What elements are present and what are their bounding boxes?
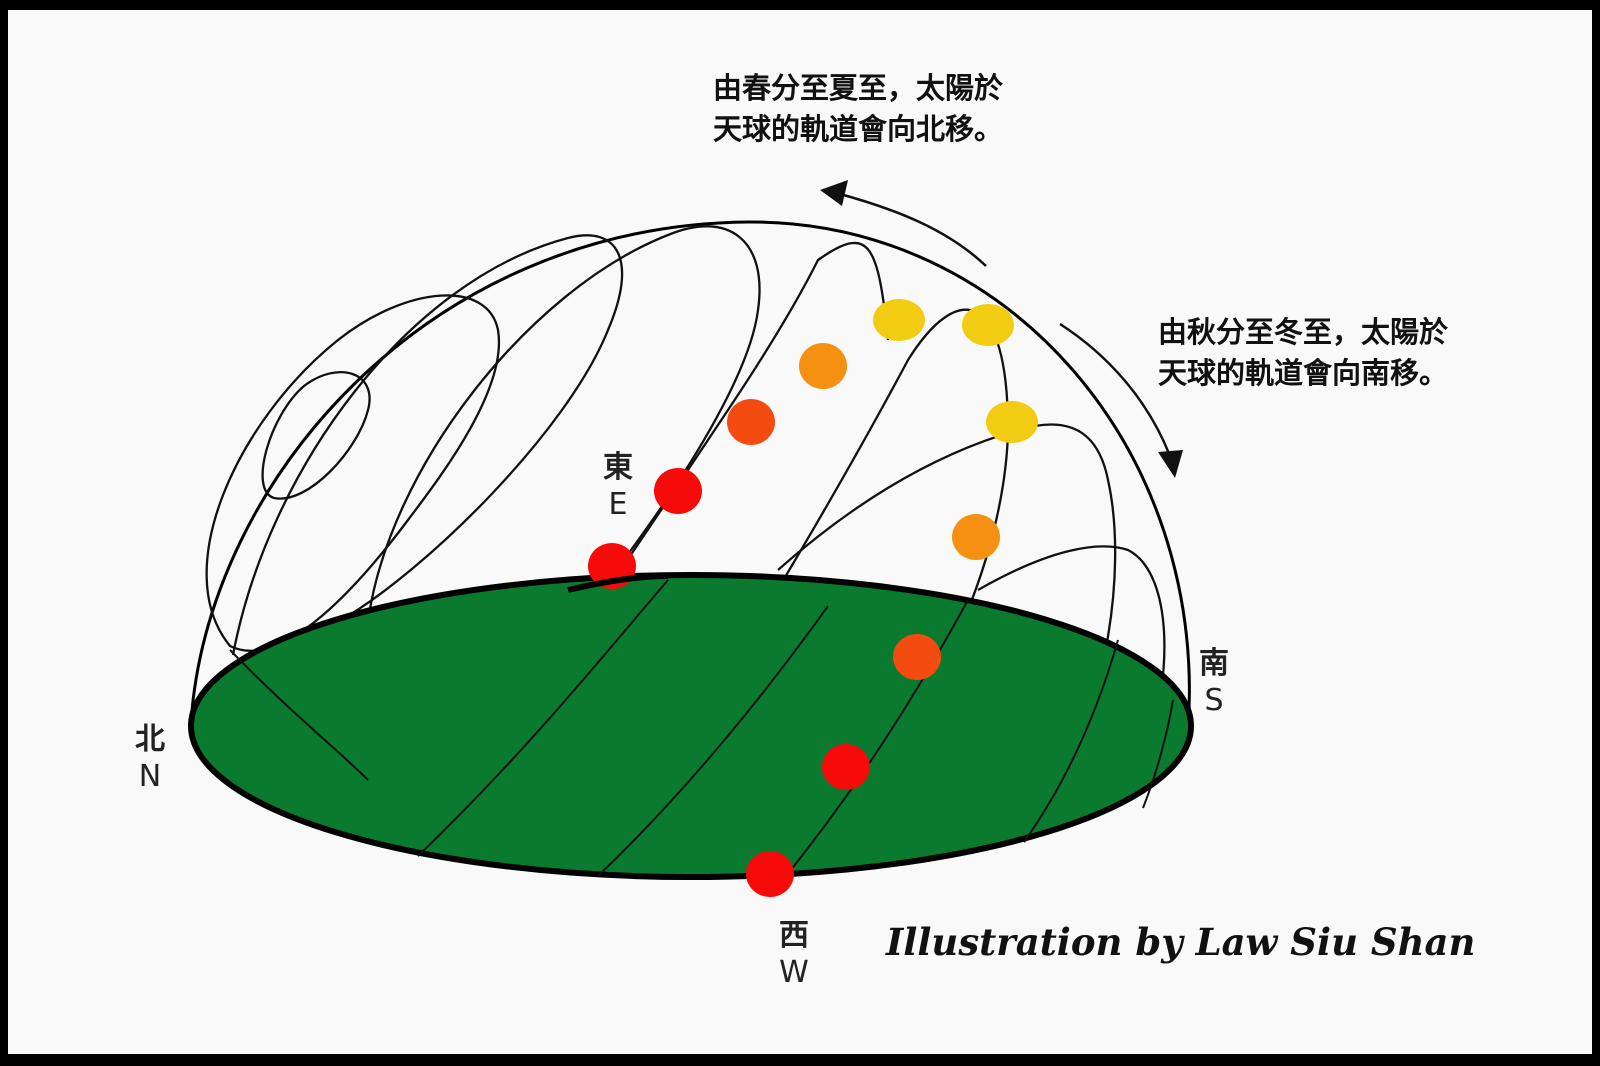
caption-line: 天球的軌道會向南移。 bbox=[1158, 356, 1449, 390]
direction-north-en: N bbox=[138, 759, 162, 794]
horizon-rim-segment bbox=[567, 573, 669, 593]
direction-east-zh: 東 bbox=[603, 450, 633, 485]
direction-west: 西 W bbox=[774, 918, 814, 992]
sun-marker bbox=[727, 399, 775, 445]
sun-marker bbox=[822, 744, 870, 790]
caption-southward-shift: 由秋分至冬至，太陽於 天球的軌道會向南移。 bbox=[1158, 312, 1448, 394]
diagram-frame: 由春分至夏至，太陽於 天球的軌道會向北移。 由秋分至冬至，太陽於 天球的軌道會向… bbox=[8, 10, 1592, 1054]
direction-west-zh: 西 bbox=[779, 918, 809, 953]
sun-marker bbox=[654, 468, 702, 514]
sun-marker bbox=[746, 851, 794, 897]
direction-south-zh: 南 bbox=[1199, 646, 1229, 681]
direction-north-zh: 北 bbox=[135, 722, 165, 757]
sun-marker bbox=[962, 304, 1014, 346]
sun-marker bbox=[893, 634, 941, 680]
sun-positions bbox=[567, 299, 1038, 897]
direction-north: 北 N bbox=[130, 722, 170, 796]
sun-path-arc bbox=[205, 294, 501, 652]
direction-south-en: S bbox=[1204, 683, 1224, 718]
direction-south: 南 S bbox=[1194, 646, 1234, 720]
sun-marker bbox=[986, 401, 1038, 443]
sun-path-arc bbox=[366, 225, 761, 623]
celestial-sphere-diagram bbox=[188, 180, 1194, 897]
caption-line: 由秋分至冬至，太陽於 bbox=[1158, 315, 1449, 349]
caption-northward-shift: 由春分至夏至，太陽於 天球的軌道會向北移。 bbox=[713, 68, 1003, 150]
direction-west-en: W bbox=[779, 955, 809, 990]
direction-east-en: E bbox=[608, 487, 628, 522]
illustration-credit: Illustration by Law Siu Shan bbox=[886, 920, 1476, 964]
caption-line: 由春分至夏至，太陽於 bbox=[713, 71, 1004, 105]
southward-arrow bbox=[1059, 322, 1183, 478]
sun-marker bbox=[952, 514, 1000, 560]
sun-marker bbox=[873, 299, 925, 341]
sun-marker bbox=[799, 343, 847, 389]
sun-path-arc bbox=[231, 234, 624, 656]
direction-east: 東 E bbox=[598, 450, 638, 524]
ground-path-lines bbox=[229, 579, 1174, 887]
sun-path-arc bbox=[261, 371, 371, 500]
northward-arrow bbox=[820, 180, 987, 267]
caption-line: 天球的軌道會向北移。 bbox=[713, 112, 1004, 146]
ground-plane bbox=[188, 572, 1194, 880]
